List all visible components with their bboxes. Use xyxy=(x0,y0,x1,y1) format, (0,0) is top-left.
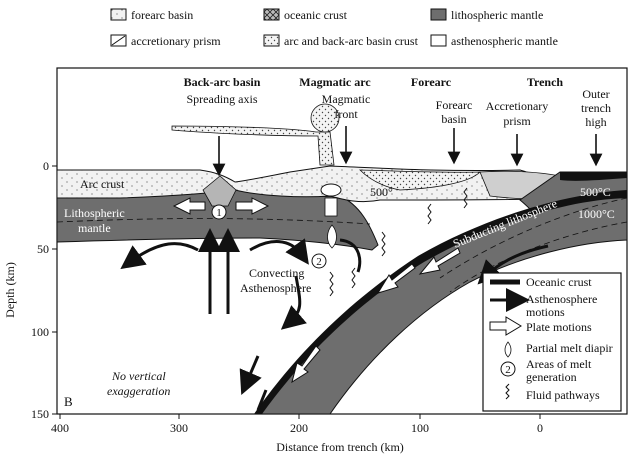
label-outer-trench-high-3: high xyxy=(585,115,606,129)
label-temp-1000: 1000°C xyxy=(578,207,615,221)
legend-oceanic-crust-label: oceanic crust xyxy=(284,8,348,22)
label-arc-crust: Arc crust xyxy=(80,177,125,191)
header-forearc: Forearc xyxy=(411,75,452,89)
label-forearc-basin-2: basin xyxy=(441,112,466,126)
isotherm-1000 xyxy=(449,221,627,293)
forearc-basin-fill xyxy=(359,169,481,191)
melt-zone-2-marker xyxy=(311,253,327,269)
y-tick-150: 150 xyxy=(31,407,49,421)
legend-fluid-pathways: Fluid pathways xyxy=(526,388,600,402)
legend-plate-motions: Plate motions xyxy=(526,320,592,334)
header-magmatic-arc: Magmatic arc xyxy=(299,75,371,89)
volcanic-plume xyxy=(171,125,335,166)
label-temp-500-arc: 500° xyxy=(370,185,393,199)
label-no-vertical-1: No vertical xyxy=(111,369,166,383)
label-lithospheric-mantle-2: mantle xyxy=(78,221,111,235)
slab-motion-1 xyxy=(418,247,461,275)
panel-letter: B xyxy=(64,394,73,409)
column-headers: Back-arc basin Magmatic arc Forearc Tren… xyxy=(184,75,564,89)
legend-arc-crust-swatch xyxy=(263,34,280,47)
legend-melt-areas-1: Areas of melt xyxy=(526,357,592,371)
x-tick-0: 0 xyxy=(537,421,543,435)
melt-zone-1-marker xyxy=(211,204,227,220)
spreading-axis-wedge xyxy=(202,175,237,207)
motion-arrows xyxy=(120,126,603,411)
x-tick-200: 200 xyxy=(290,421,308,435)
y-tick-50: 50 xyxy=(37,242,49,256)
label-accretionary-prism-1: Accretionary xyxy=(486,99,549,113)
legend-melt-areas-2: generation xyxy=(526,370,577,384)
legend-lithospheric-mantle-swatch xyxy=(430,8,447,21)
legend-asthenospheric-mantle-swatch xyxy=(430,34,447,47)
legend-partial-melt: Partial melt diapir xyxy=(526,341,613,355)
magma-chamber xyxy=(320,183,342,197)
melt-zone-2-number: 2 xyxy=(316,256,322,268)
label-convecting-1: Convecting xyxy=(249,266,304,280)
legend-forearc-basin-label: forearc basin xyxy=(131,8,193,22)
x-tick-300: 300 xyxy=(170,421,188,435)
plate-motion-right xyxy=(235,197,270,215)
label-convecting-2: Asthenosphere xyxy=(240,281,311,295)
legend-asthenosphere-motions-1: Asthenosphere xyxy=(526,292,597,306)
slab-motion-2 xyxy=(376,263,416,294)
outer-plate-crust xyxy=(560,172,627,181)
label-no-vertical-2: exaggeration xyxy=(107,384,170,398)
label-accretionary-prism-2: prism xyxy=(503,114,531,128)
x-tick-100: 100 xyxy=(411,421,429,435)
label-temp-500: 500°C xyxy=(580,185,611,199)
label-magmatic-front-2: front xyxy=(334,107,358,121)
label-lithospheric-mantle-1: Lithospheric xyxy=(64,206,125,220)
label-outer-trench-high-1: Outer xyxy=(582,87,609,101)
legend-asthenospheric-mantle-label: asthenospheric mantle xyxy=(451,34,558,48)
isotherm-500 xyxy=(439,197,627,279)
legend-arc-crust-label: arc and back-arc basin crust xyxy=(284,34,419,48)
legend-oceanic-crust-inner: Oceanic crust xyxy=(526,275,592,289)
label-forearc-basin-1: Forearc xyxy=(436,98,473,112)
label-spreading-axis: Spreading axis xyxy=(187,92,258,106)
inner-legend: Oceanic crust Asthenosphere motions Plat… xyxy=(482,272,622,412)
legend-asthenosphere-motions-2: motions xyxy=(526,305,565,319)
plume-cloud xyxy=(310,103,340,133)
y-axis-label: Depth (km) xyxy=(3,262,17,318)
legend-lithospheric-mantle-label: lithospheric mantle xyxy=(451,8,543,22)
header-trench: Trench xyxy=(527,75,564,89)
slab-motion-3 xyxy=(291,345,321,384)
melt-zone-1-number: 1 xyxy=(216,207,222,219)
x-axis-label: Distance from trench (km) xyxy=(276,440,404,454)
label-outer-trench-high-2: trench xyxy=(581,101,611,115)
x-tick-400: 400 xyxy=(51,421,69,435)
legend-accretionary-prism-label: accretionary prism xyxy=(131,34,221,48)
top-legend: forearc basin oceanic crust lithospheric… xyxy=(110,8,558,48)
y-axis: 0 50 100 150 Depth (km) xyxy=(3,159,57,421)
feature-labels: Spreading axis Magmatic front Forearc ba… xyxy=(187,87,611,129)
legend-oceanic-crust-swatch xyxy=(263,8,280,21)
legend-forearc-basin-swatch xyxy=(110,8,127,21)
y-tick-100: 100 xyxy=(31,325,49,339)
header-back-arc-basin: Back-arc basin xyxy=(184,75,261,89)
melt-diapir xyxy=(327,224,337,249)
y-tick-0: 0 xyxy=(43,159,49,173)
legend-melt-num: 2 xyxy=(505,364,511,376)
label-magmatic-front-1: Magmatic xyxy=(322,92,371,106)
plate-motion-left xyxy=(172,197,206,215)
x-axis: 400 300 200 100 0 Distance from trench (… xyxy=(51,414,543,454)
